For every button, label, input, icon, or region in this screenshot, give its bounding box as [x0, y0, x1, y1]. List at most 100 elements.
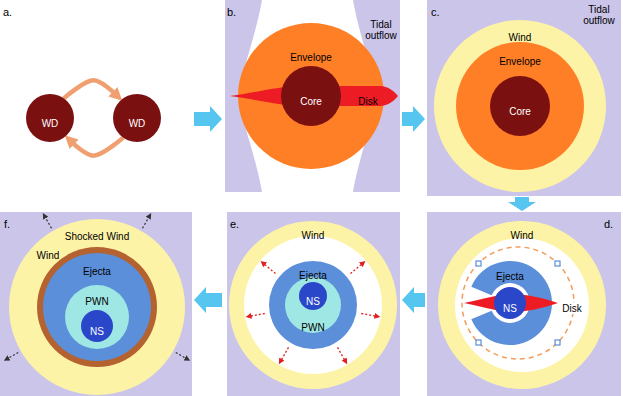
shock-arrow — [176, 353, 186, 359]
label-slot: f. — [4, 214, 10, 232]
text-slot: Wind — [500, 27, 540, 45]
shock-arrow — [9, 353, 19, 359]
step-arrow — [508, 197, 536, 211]
node-label: PWN — [85, 296, 108, 307]
wd-circle: WD — [113, 94, 161, 142]
text-slot: Disk — [559, 298, 585, 316]
label-slot: a. — [3, 2, 12, 20]
node-label: Ejecta — [496, 271, 524, 282]
ns-circle: NS — [81, 310, 113, 342]
node-label: Shocked Wind — [65, 231, 129, 242]
text-slot: Envelope — [281, 47, 341, 65]
circle-fill — [81, 310, 113, 342]
wind-ring: WindEjectaPWN NS — [229, 221, 397, 389]
rotation-circle — [462, 247, 574, 359]
pwn-circle: PWN NS — [285, 277, 341, 333]
node-label: PWN — [301, 322, 324, 333]
panel-letter: f. — [4, 218, 10, 230]
text-slot: Ejecta — [490, 266, 530, 284]
circle-fill — [299, 282, 327, 310]
panel-letter: b. — [227, 6, 236, 18]
text-slot: Wind — [502, 225, 542, 243]
ejecta-clump — [555, 261, 560, 266]
panel-ground — [227, 212, 400, 396]
text-slot: Tidal outflow — [579, 4, 619, 28]
text-slot: Wind — [33, 245, 63, 263]
ejecta-circle: EjectaPWN NS — [269, 261, 357, 349]
node-label: Wind — [511, 230, 534, 241]
pwn-circle: PWN NS — [65, 285, 129, 349]
text-slot: PWN — [80, 291, 114, 309]
circle-fill — [269, 261, 357, 349]
node-label: Wind — [509, 32, 532, 43]
text-slot: Tidal outflow — [361, 19, 401, 43]
ring-fill — [229, 221, 397, 389]
node-label: NS — [90, 326, 104, 337]
circle-fill — [490, 76, 550, 136]
region-fill — [427, 0, 621, 196]
wind-ring: WindEjectaDisk NS — [438, 221, 606, 389]
text-slot: NS — [83, 321, 111, 339]
circle-fill — [43, 253, 151, 361]
text-slot: NS — [496, 298, 524, 316]
tidal-outflow-region: Tidal outflowWindEnvelopeCore — [427, 0, 621, 196]
text-slot: WD — [30, 113, 70, 131]
outflow-arrow — [251, 314, 265, 317]
node-label: Ejecta — [83, 266, 111, 277]
label-slot: c. — [431, 2, 440, 20]
text-slot: Disk — [355, 91, 381, 109]
ejecta-clump — [555, 340, 560, 345]
outflow-arrow — [282, 347, 289, 359]
shock-arrow — [143, 218, 149, 228]
text-slot: Core — [289, 91, 333, 109]
wind-circle: Wind Shocked WindEjectaPWN NS — [9, 219, 185, 395]
node-label: Core — [509, 106, 531, 117]
step-arrow — [194, 106, 222, 132]
circle-fill — [26, 94, 74, 142]
ring-fill — [438, 221, 606, 389]
orbit-arrow — [64, 80, 114, 98]
panel-letter: c. — [431, 6, 440, 18]
circle-fill — [434, 20, 606, 192]
envelope-circle: EnvelopeDisk Core — [238, 23, 384, 169]
text-slot: PWN — [296, 317, 330, 335]
ns-circle: NS — [299, 282, 327, 310]
label-slot: b. — [227, 2, 236, 20]
step-arrow — [402, 287, 425, 313]
node-label: Wind — [37, 250, 60, 261]
text-slot: NS — [300, 291, 326, 309]
wind-circle: WindEnvelopeCore — [434, 20, 606, 192]
node-label: WD — [42, 118, 59, 129]
circle-fill — [37, 247, 157, 367]
ejecta-clump — [476, 261, 481, 266]
panel-letter: e. — [230, 218, 239, 230]
node-label: Tidal outflow — [579, 4, 619, 26]
panel-ground — [0, 212, 192, 396]
shocked-wind-ring: Shocked WindEjectaPWNNS — [37, 247, 157, 367]
step-arrow — [194, 287, 222, 313]
node-label: Envelope — [290, 52, 332, 63]
node-label: WD — [129, 118, 146, 129]
node-label: Tidal outflow — [361, 19, 401, 41]
panel-letter: d. — [604, 218, 613, 230]
node-label: Core — [300, 96, 322, 107]
text-slot: WD — [117, 113, 157, 131]
label-slot: d. — [604, 214, 613, 232]
circle-fill — [281, 66, 341, 126]
node-label: Ejecta — [299, 270, 327, 281]
text-slot: Ejecta — [293, 265, 333, 283]
node-label: NS — [306, 296, 320, 307]
circle-fill — [456, 42, 584, 170]
panel-ground — [427, 212, 621, 396]
ns-circle: NS — [494, 287, 526, 319]
ejecta-clump — [476, 340, 481, 345]
wd-circle: WD — [26, 94, 74, 142]
node-label: Disk — [358, 96, 377, 107]
circle-fill — [285, 277, 341, 333]
text-slot: Core — [498, 101, 542, 119]
outflow-arrow — [361, 314, 375, 317]
node-label: Wind — [302, 230, 325, 241]
node-label: Envelope — [499, 56, 541, 67]
text-slot: Shocked Wind — [61, 226, 133, 244]
